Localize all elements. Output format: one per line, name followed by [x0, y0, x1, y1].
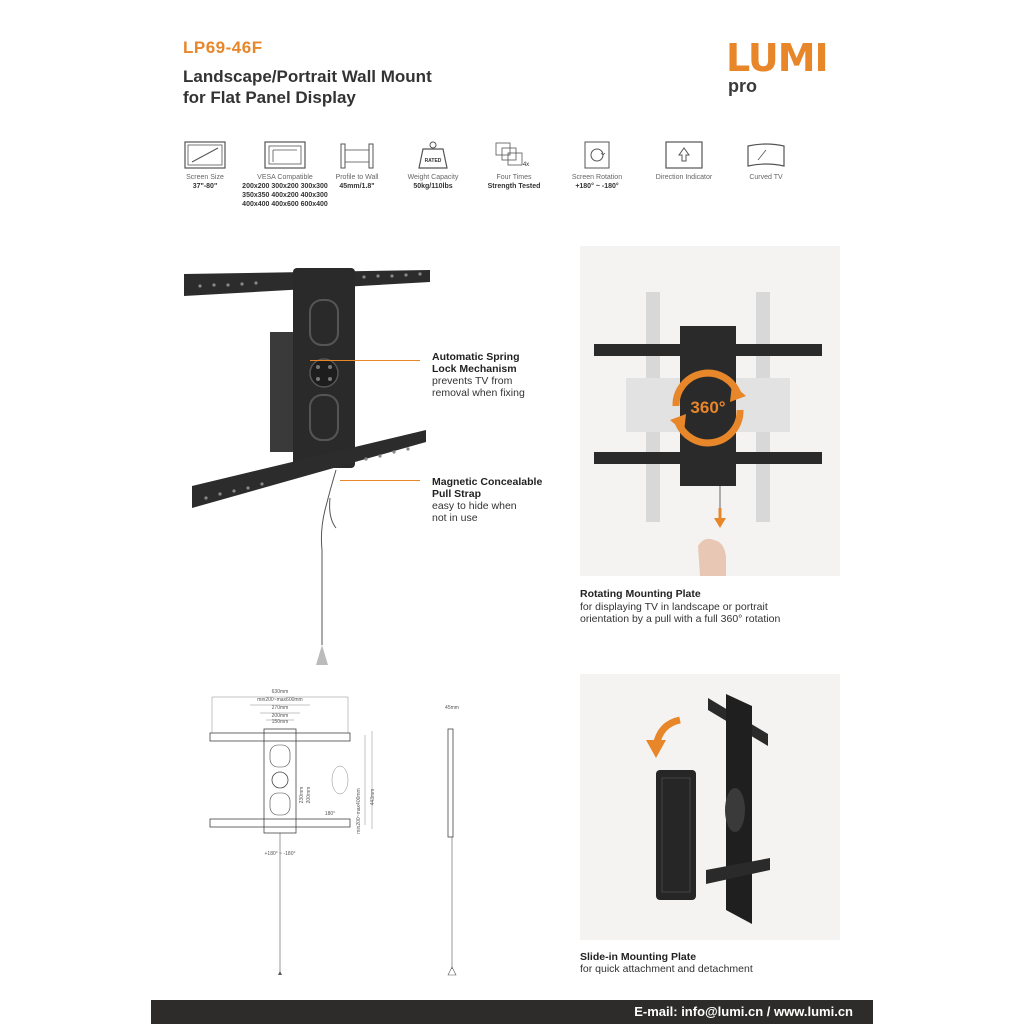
- callout-1-title-line: Lock Mechanism: [432, 363, 517, 375]
- dim-profile: 45mm: [445, 705, 459, 711]
- slide-in-plate-illustration: [646, 694, 770, 924]
- callout-2-title-line: Pull Strap: [432, 488, 482, 500]
- title-line-2: for Flat Panel Display: [183, 88, 356, 107]
- spec-label: VESA Compatible: [257, 174, 313, 181]
- spec-label: Four Times: [496, 174, 532, 181]
- rotating-caption-text: for displaying TV in landscape or portra…: [580, 601, 780, 625]
- slide-caption-title: Slide-in Mounting Plate: [580, 951, 697, 963]
- dim-150: 150mm: [272, 719, 289, 725]
- spec-label: Profile to Wall: [335, 174, 379, 181]
- technical-drawing: 630mm min200~max600mm 270mm 200mm 150mm …: [209, 689, 459, 976]
- profile-icon: [340, 143, 374, 169]
- screen-size-icon: [184, 141, 226, 169]
- brand-logo: LUMI pro: [726, 36, 846, 106]
- dim-width: 630mm: [272, 689, 289, 695]
- spec-rotation: Screen Rotation +180° ~ -180°: [561, 140, 633, 191]
- dim-side: min200~max400mm: [356, 788, 362, 833]
- spec-label: Screen Size: [186, 174, 224, 181]
- callout-2-title: Magnetic Concealable Pull Strap: [432, 476, 542, 500]
- slide-in-plate-photo: [580, 674, 840, 940]
- dim-270: 270mm: [272, 705, 289, 711]
- dim-height: 443mm: [370, 789, 376, 806]
- callout-1-title-line: Automatic Spring: [432, 351, 520, 363]
- callout-leader-1: [310, 360, 420, 361]
- spec-value: 50kg/110lbs: [413, 183, 453, 190]
- rotation-icon: [584, 141, 610, 169]
- spec-icons-row: Screen Size 37"-80" VESA Compatible 200x…: [175, 140, 815, 240]
- spec-curved: Curved TV: [730, 140, 802, 182]
- spec-value: Strength Tested: [487, 183, 541, 190]
- spec-direction: Direction Indicator: [648, 140, 720, 182]
- spec-vesa: VESA Compatible 200x200 300x200 300x300 …: [238, 140, 332, 209]
- spec-strength: 4x Four Times Strength Tested: [478, 140, 550, 191]
- model-number: LP69-46F: [183, 38, 263, 57]
- rotation-badge: 360°: [690, 398, 725, 417]
- strength-badge: 4x: [523, 162, 529, 168]
- spec-value: 45mm/1.8": [339, 183, 375, 190]
- footer-contact[interactable]: E-mail: info@lumi.cn / www.lumi.cn: [634, 1004, 853, 1019]
- strength-icon: 4x: [495, 142, 529, 168]
- callout-2-text: easy to hide when not in use: [432, 500, 517, 524]
- rotating-caption-line: for displaying TV in landscape or portra…: [580, 601, 768, 613]
- callout-leader-2: [340, 480, 420, 481]
- mount-product-image: [184, 268, 430, 665]
- spec-value: 37"-80": [192, 183, 218, 190]
- title-line-1: Landscape/Portrait Wall Mount: [183, 67, 432, 86]
- logo-main-text: LUMI: [726, 36, 829, 80]
- weight-icon: RATED: [418, 141, 448, 169]
- callout-1-text: prevents TV from removal when fixing: [432, 375, 525, 399]
- callout-2-text-line: not in use: [432, 512, 478, 524]
- dim-inner: 230mm: [299, 787, 305, 804]
- dim-200: 200mm: [272, 713, 289, 719]
- spec-profile: Profile to Wall 45mm/1.8": [321, 140, 393, 191]
- footer-bar: E-mail: info@lumi.cn / www.lumi.cn: [151, 1000, 873, 1024]
- product-title: Landscape/Portrait Wall Mount for Flat P…: [183, 66, 432, 108]
- dim-rotation: 180°: [325, 811, 335, 817]
- rotating-caption-line: orientation by a pull with a full 360° r…: [580, 613, 781, 625]
- spec-weight: RATED Weight Capacity 50kg/110lbs: [397, 140, 469, 191]
- slide-caption-text: for quick attachment and detachment: [580, 963, 753, 975]
- rotating-caption-title: Rotating Mounting Plate: [580, 588, 701, 600]
- callout-1-text-line: prevents TV from: [432, 375, 513, 387]
- callout-1-text-line: removal when fixing: [432, 387, 525, 399]
- dim-range: min200~max600mm: [257, 697, 302, 703]
- spec-screen-size: Screen Size 37"-80": [169, 140, 241, 191]
- spec-label: Weight Capacity: [407, 174, 459, 181]
- spec-value: +180° ~ -180°: [575, 183, 619, 190]
- weight-badge: RATED: [425, 158, 442, 164]
- vesa-icon: [264, 141, 306, 169]
- curved-tv-icon: [747, 143, 785, 167]
- spec-label: Direction Indicator: [655, 174, 713, 181]
- rotating-plate-photo: 360°: [580, 246, 840, 576]
- direction-icon: [665, 141, 703, 169]
- dim-inner-2: 200mm: [306, 787, 312, 804]
- callout-1-title: Automatic Spring Lock Mechanism: [432, 351, 520, 375]
- callout-2-text-line: easy to hide when: [432, 500, 517, 512]
- spec-label: Screen Rotation: [571, 174, 623, 181]
- spec-value: 200x200 300x200 300x300 350x350 400x200 …: [242, 183, 328, 208]
- logo-sub-text: pro: [728, 76, 757, 96]
- rotating-plate-illustration: 360°: [594, 292, 822, 576]
- callout-2-title-line: Magnetic Concealable: [432, 476, 543, 488]
- spec-label: Curved TV: [749, 174, 783, 181]
